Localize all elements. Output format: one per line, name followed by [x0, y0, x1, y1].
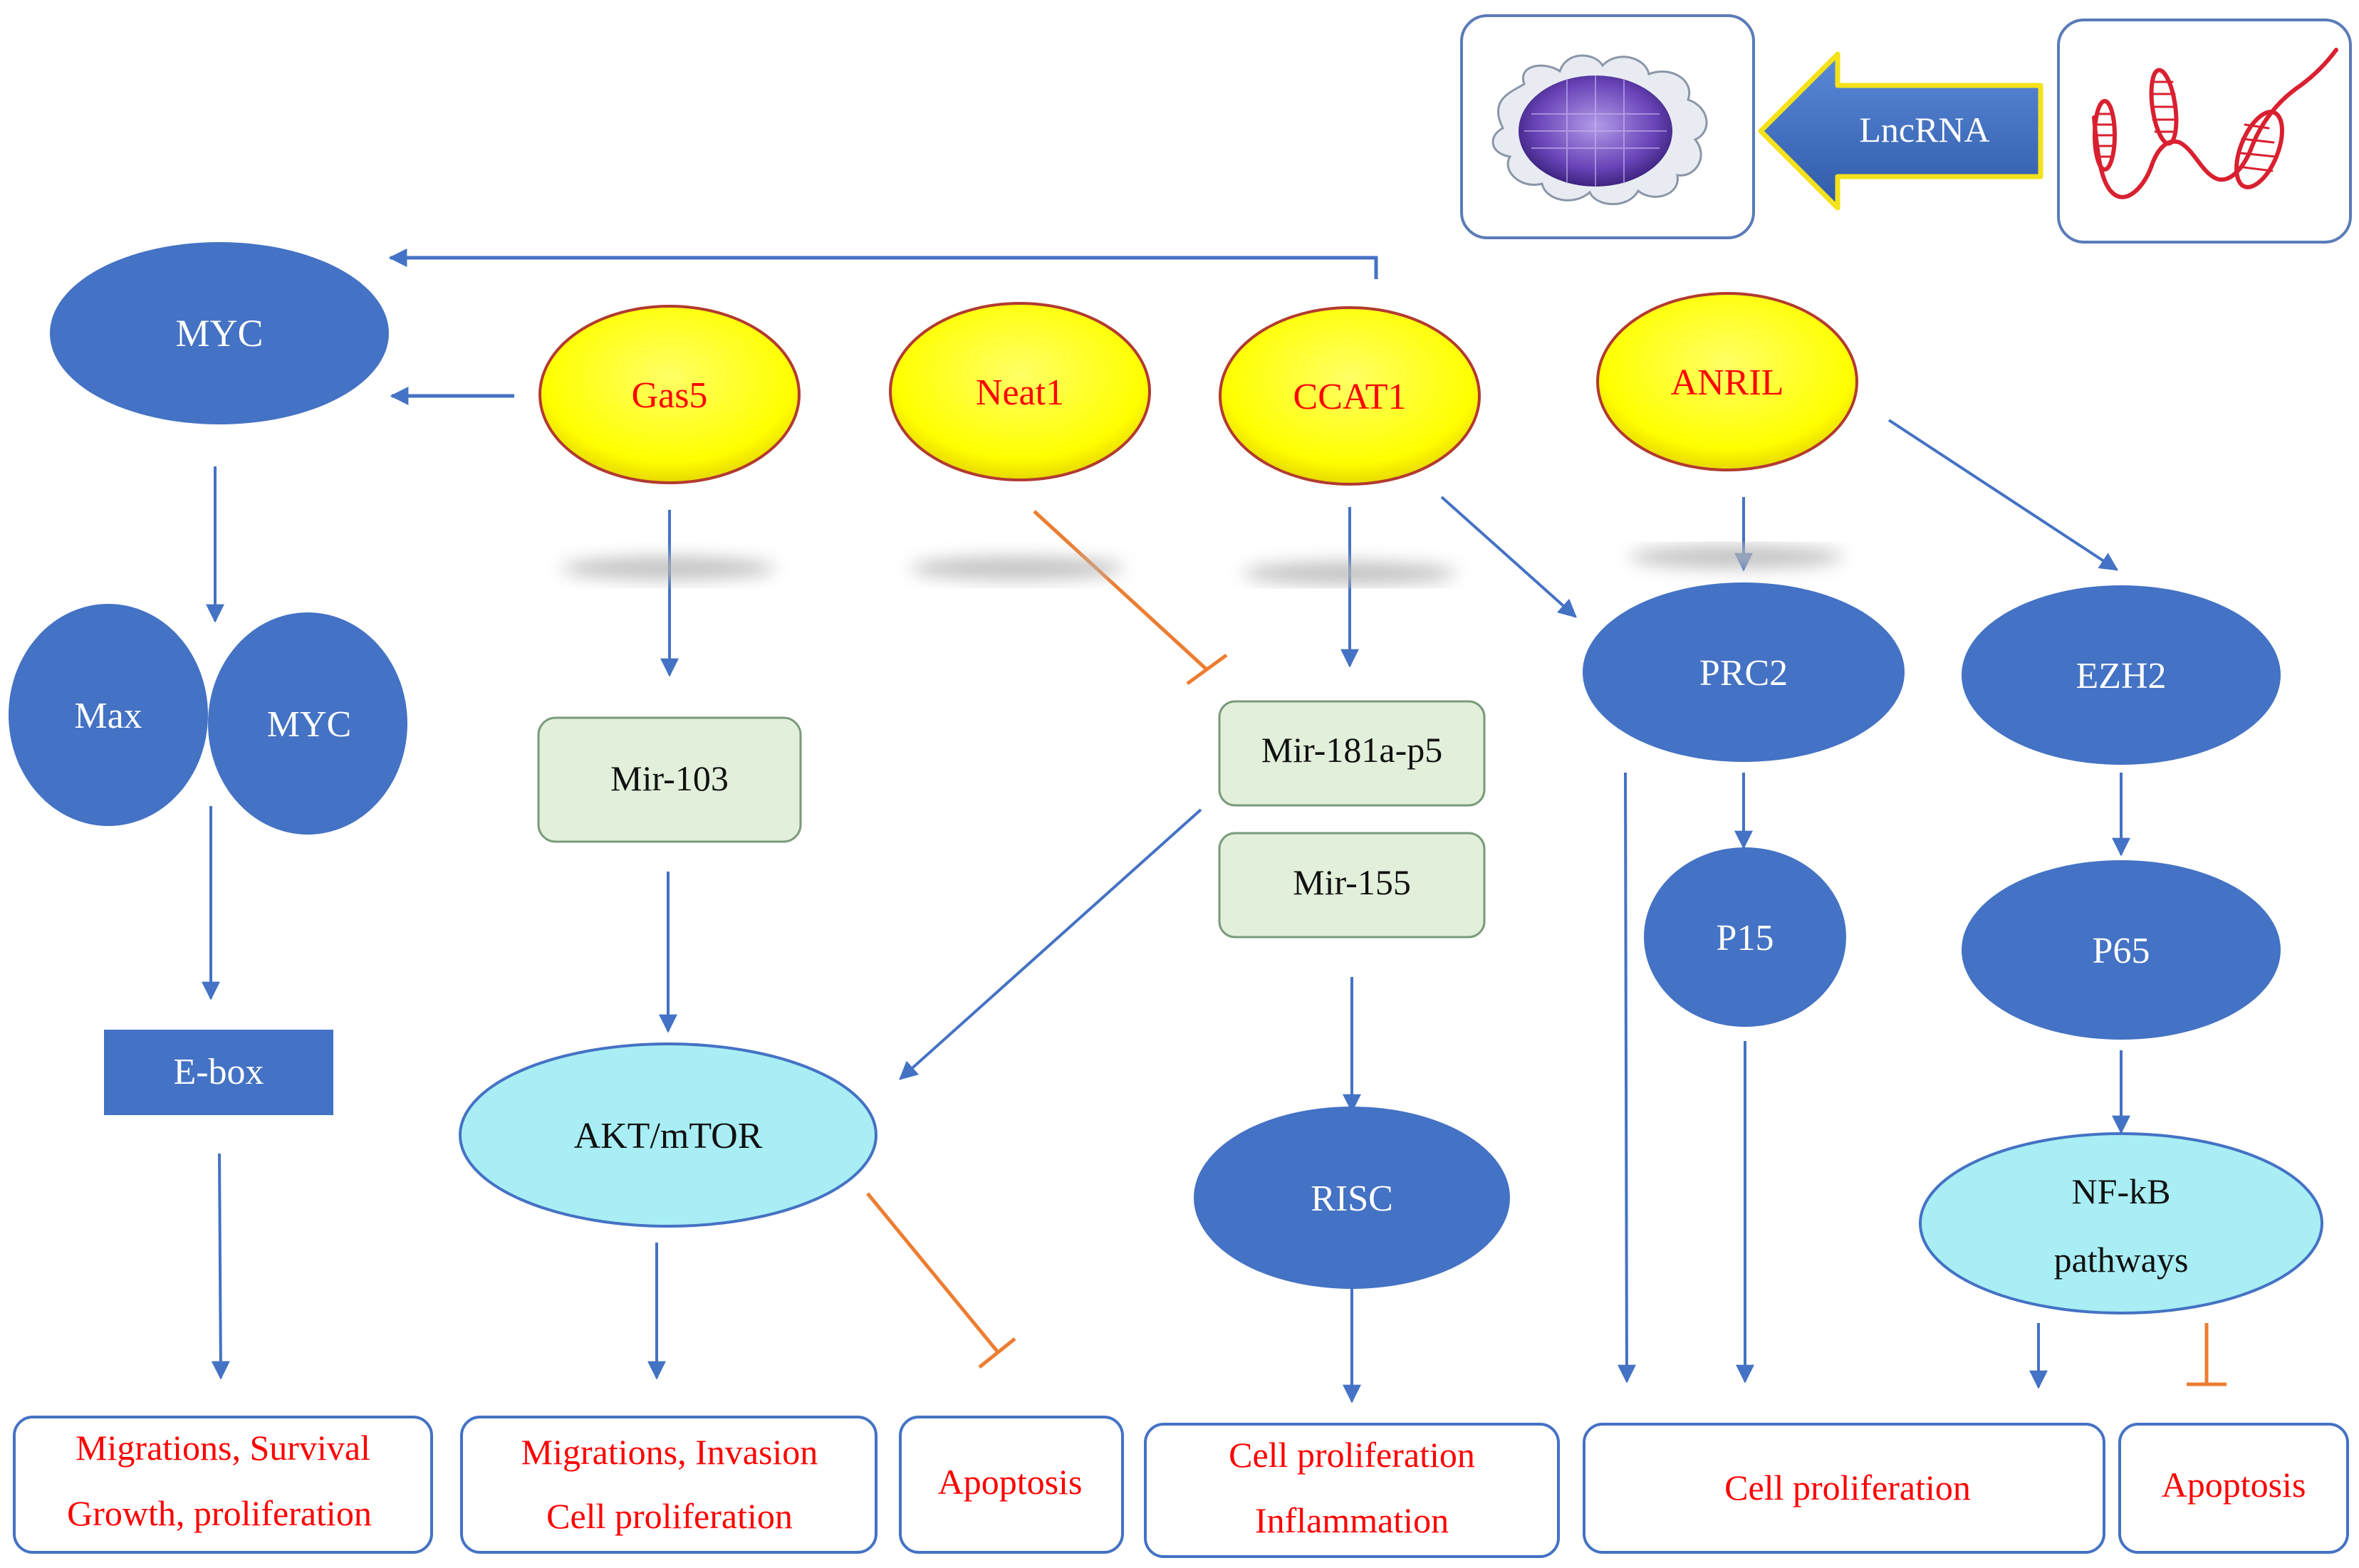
rna-image-box	[2057, 19, 2352, 244]
gas5-node: Gas5	[538, 305, 801, 484]
myc-label: MYC	[175, 312, 263, 355]
myc-dimer-node	[208, 612, 407, 835]
ezh2-label: EZH2	[2076, 656, 2166, 696]
mir103-label: Mir-103	[610, 758, 729, 798]
neat1-node: Neat1	[889, 302, 1151, 481]
shadows	[561, 545, 1843, 585]
akt-node: AKT/mTOR	[459, 1042, 878, 1228]
myc-dimer-label: MYC	[267, 704, 351, 745]
akt-inhibits-apoptosis	[866, 1192, 1000, 1354]
neat1-inhibits-mir181	[1033, 510, 1208, 671]
lncrna-arrow: LncRNA	[1758, 51, 2043, 211]
ccat1-to-prc2-arrow	[1440, 496, 1577, 618]
outcome-2: Migrations, Invasion Cell proliferation	[460, 1416, 878, 1554]
prc2-node: PRC2	[1583, 582, 1905, 762]
nfkb-node: NF-kB pathways	[1919, 1132, 2323, 1314]
outcome-1-line1: Migrations, Survival	[75, 1428, 370, 1468]
neat1-label: Neat1	[976, 372, 1064, 413]
ebox-node: E-box	[104, 1030, 333, 1115]
outcome-5: Cell proliferation	[1583, 1423, 2105, 1554]
inhibition-lines	[866, 510, 2227, 1386]
max-myc-dimer: Max MYC	[9, 604, 407, 835]
max-label: Max	[74, 696, 142, 736]
risc-node: RISC	[1194, 1107, 1510, 1289]
anril-node: ANRIL	[1596, 292, 1858, 471]
prc2-to-outcome5-arrow	[1617, 772, 1636, 1384]
ccat1-node: CCAT1	[1219, 306, 1481, 486]
outcome-3: Apoptosis	[899, 1416, 1124, 1554]
ccat1-to-myc-arrow	[388, 249, 1378, 279]
ebox-to-outcome1-arrow	[211, 1153, 230, 1380]
rna-strand-icon	[2092, 48, 2338, 199]
mir181-to-akt-arrow	[899, 808, 1202, 1080]
outcome-4: Cell proliferation Inflammation	[1144, 1423, 1560, 1558]
ebox-label: E-box	[173, 1052, 264, 1092]
ccat1-label: CCAT1	[1293, 377, 1407, 417]
outcome-6-label: Apoptosis	[2162, 1465, 2306, 1505]
p15-node: P15	[1644, 847, 1846, 1027]
mir181-node: Mir-181a-p5	[1218, 700, 1486, 807]
lncrna-arrow-label: LncRNA	[1859, 110, 1989, 150]
connectors	[202, 249, 2227, 1404]
gas5-label: Gas5	[632, 375, 708, 416]
myc-node: MYC	[50, 242, 389, 424]
p65-node: P65	[1962, 860, 2281, 1040]
ezh2-node: EZH2	[1962, 585, 2281, 765]
outcome-4-line2: Inflammation	[1255, 1500, 1449, 1540]
outcome-4-line1: Cell proliferation	[1229, 1435, 1475, 1475]
mir103-node: Mir-103	[537, 716, 802, 843]
anril-to-ezh2-arrow	[1887, 419, 2119, 571]
outcome-2-line2: Cell proliferation	[546, 1496, 793, 1536]
outcome-1-line2: Growth, proliferation	[67, 1493, 372, 1533]
akt-label: AKT/mTOR	[574, 1116, 763, 1156]
mir155-node: Mir-155	[1218, 832, 1486, 939]
max-node	[9, 604, 208, 826]
legend-group: LncRNA	[1460, 14, 2352, 244]
p15-label: P15	[1717, 918, 1774, 958]
outcome-6: Apoptosis	[2118, 1423, 2349, 1554]
outcome-1: Migrations, Survival Growth, proliferati…	[13, 1416, 433, 1554]
risc-label: RISC	[1311, 1178, 1393, 1219]
p65-label: P65	[2093, 931, 2150, 971]
outcome-3-label: Apoptosis	[938, 1462, 1083, 1502]
anril-label: ANRIL	[1671, 362, 1784, 403]
nfkb-label-line2: pathways	[2054, 1240, 2189, 1280]
cell-icon	[1491, 54, 1708, 206]
mir155-label: Mir-155	[1293, 862, 1411, 902]
prc2-label: PRC2	[1699, 653, 1788, 694]
outcome-2-line1: Migrations, Invasion	[521, 1432, 818, 1472]
nfkb-label-line1: NF-kB	[2072, 1171, 2171, 1211]
mir181-label: Mir-181a-p5	[1261, 730, 1443, 770]
outcome-5-label: Cell proliferation	[1724, 1468, 1971, 1507]
